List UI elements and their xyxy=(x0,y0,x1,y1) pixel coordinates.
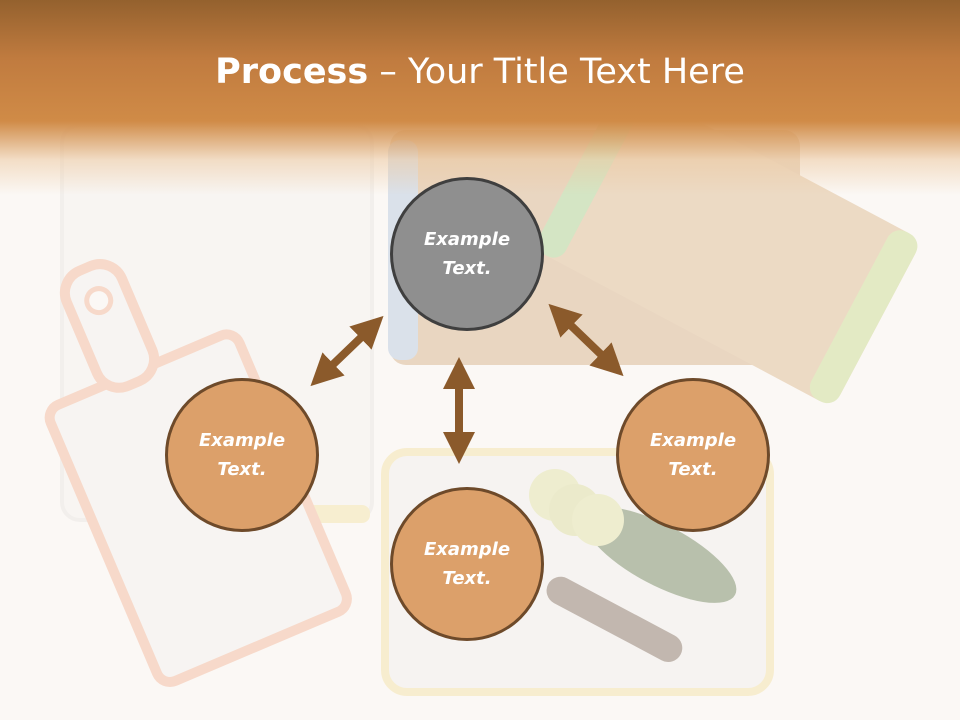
arrow-top-right xyxy=(548,303,624,377)
slide-title: Process – Your Title Text Here xyxy=(0,52,960,92)
process-node-bottom: Example Text. xyxy=(390,487,544,641)
title-rest: – Your Title Text Here xyxy=(368,52,745,92)
process-node-left: Example Text. xyxy=(165,378,319,532)
process-node-right: Example Text. xyxy=(616,378,770,532)
node-left-text: Example Text. xyxy=(198,430,286,480)
title-bold: Process xyxy=(215,52,369,92)
node-right-text: Example Text. xyxy=(649,430,737,480)
node-bottom-text: Example Text. xyxy=(423,539,511,589)
title-bar xyxy=(0,0,960,195)
node-top-text: Example Text. xyxy=(423,229,511,279)
arrow-top-left xyxy=(310,315,384,387)
process-node-top: Example Text. xyxy=(390,177,544,331)
